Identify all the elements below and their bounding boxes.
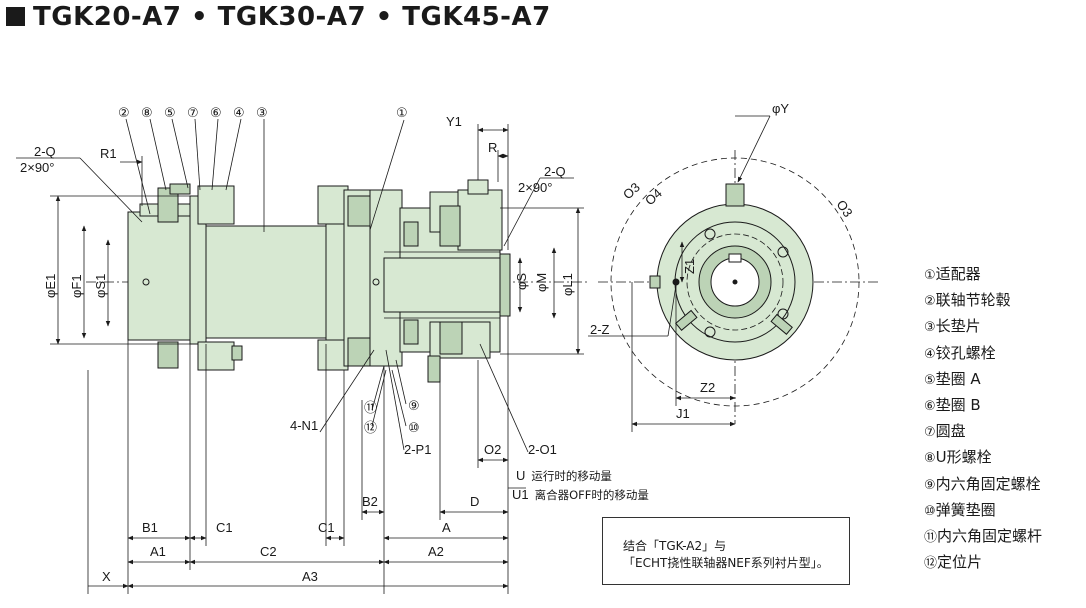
callout-11: ⑪ <box>364 400 377 415</box>
label-2q-right: 2-Q <box>544 164 566 179</box>
end-view <box>598 150 878 424</box>
label-a1: A1 <box>150 544 166 559</box>
label-phi-e1: φE1 <box>43 274 58 298</box>
label-a3: A3 <box>302 569 318 584</box>
callout-2: ② <box>118 105 130 120</box>
leader-lines <box>16 118 677 489</box>
side-view <box>86 179 590 383</box>
callout-4: ④ <box>233 105 245 120</box>
label-x: X <box>102 569 111 584</box>
label-phi-f1: φF1 <box>69 274 84 298</box>
callout-6: ⑥ <box>210 105 222 120</box>
movement-u1-text: 离合器OFF时的移动量 <box>534 488 649 502</box>
label-phi-l1: φL1 <box>560 273 575 296</box>
legend-item: ⑫定位片 <box>924 553 983 572</box>
label-j1: J1 <box>676 406 690 421</box>
callout-3: ③ <box>256 105 268 120</box>
label-y1: Y1 <box>446 114 462 129</box>
callout-9: ⑨ <box>408 398 420 413</box>
dimension-lines <box>50 115 771 594</box>
movement-u-label: U <box>516 468 526 483</box>
label-z2: Z2 <box>700 380 715 395</box>
label-o2: O2 <box>484 442 501 457</box>
legend-item: ⑩弹簧垫圈 <box>924 500 996 519</box>
legend-item: ⑪内六角固定螺杆 <box>924 527 1043 546</box>
note-line-1: 结合「TGK-A2」与 <box>623 539 727 553</box>
label-a: A <box>442 520 451 535</box>
label-r: R <box>488 140 497 155</box>
label-c2: C2 <box>260 544 277 559</box>
legend-item: ②联轴节轮毂 <box>924 291 1011 310</box>
label-2x90-left: 2×90° <box>20 160 54 175</box>
callout-7: ⑦ <box>187 105 199 120</box>
legend-item: ⑧U形螺栓 <box>924 448 992 467</box>
legend-item: ⑤垫圈 A <box>924 369 981 388</box>
label-c1-right: C1 <box>318 520 335 535</box>
label-o3-right: O3 <box>834 197 856 220</box>
title-square-icon <box>6 7 25 26</box>
note-box: 结合「TGK-A2」与 「ECHT挠性联轴器NEF系列衬片型」。 <box>602 517 850 585</box>
legend-item: ④铰孔螺栓 <box>924 343 996 362</box>
movement-u1-label: U1 <box>512 487 529 502</box>
label-b1: B1 <box>142 520 158 535</box>
label-2q-left: 2-Q <box>34 144 56 159</box>
legend-item: ①适配器 <box>924 265 981 283</box>
label-o3-left: O3 <box>620 179 643 202</box>
label-z1: Z1 <box>682 259 697 274</box>
label-phi-m: φM <box>534 273 549 292</box>
label-r1: R1 <box>100 146 117 161</box>
label-2p1: 2-P1 <box>404 442 431 457</box>
legend-item: ③长垫片 <box>924 317 981 336</box>
label-b2: B2 <box>362 494 378 509</box>
label-phi-y: φY <box>772 101 789 116</box>
label-o4: O4 <box>642 185 665 208</box>
label-c1-left: C1 <box>216 520 233 535</box>
label-phi-s: φS <box>514 273 529 290</box>
legend-item: ⑨内六角固定螺栓 <box>924 474 1041 493</box>
legend-item: ⑥垫圈 B <box>924 396 981 415</box>
note-line-2: 「ECHT挠性联轴器NEF系列衬片型」。 <box>623 556 829 570</box>
page-title: TGK20-A7 • TGK30-A7 • TGK45-A7 <box>6 2 551 32</box>
movement-u-text: 运行时的移动量 <box>531 469 612 483</box>
label-a2: A2 <box>428 544 444 559</box>
parts-legend: ①适配器 ②联轴节轮毂 ③长垫片 ④铰孔螺栓 ⑤垫圈 A ⑥垫圈 B ⑦圆盘 ⑧… <box>924 262 1042 576</box>
callout-12: ⑫ <box>364 420 377 435</box>
label-d: D <box>470 494 479 509</box>
label-2x90-right: 2×90° <box>518 180 552 195</box>
label-phi-s1: φS1 <box>93 274 108 298</box>
label-4n1: 4-N1 <box>290 418 318 433</box>
callout-10: ⑩ <box>408 420 420 435</box>
callouts-bottom: ⑪ ⑫ ⑨ ⑩ <box>364 398 420 435</box>
callout-5: ⑤ <box>164 105 176 120</box>
legend-item: ⑦圆盘 <box>924 422 966 441</box>
title-text: TGK20-A7 • TGK30-A7 • TGK45-A7 <box>33 2 551 32</box>
movement-u1: U1 离合器OFF时的移动量 <box>512 487 649 503</box>
callout-1: ① <box>396 105 408 120</box>
movement-u: U 运行时的移动量 <box>516 468 612 484</box>
callouts-top: ② ⑧ ⑤ ⑦ ⑥ ④ ③ ① <box>118 105 408 120</box>
label-2o1: 2-O1 <box>528 442 557 457</box>
label-2z: 2-Z <box>590 322 610 337</box>
callout-8: ⑧ <box>141 105 153 120</box>
